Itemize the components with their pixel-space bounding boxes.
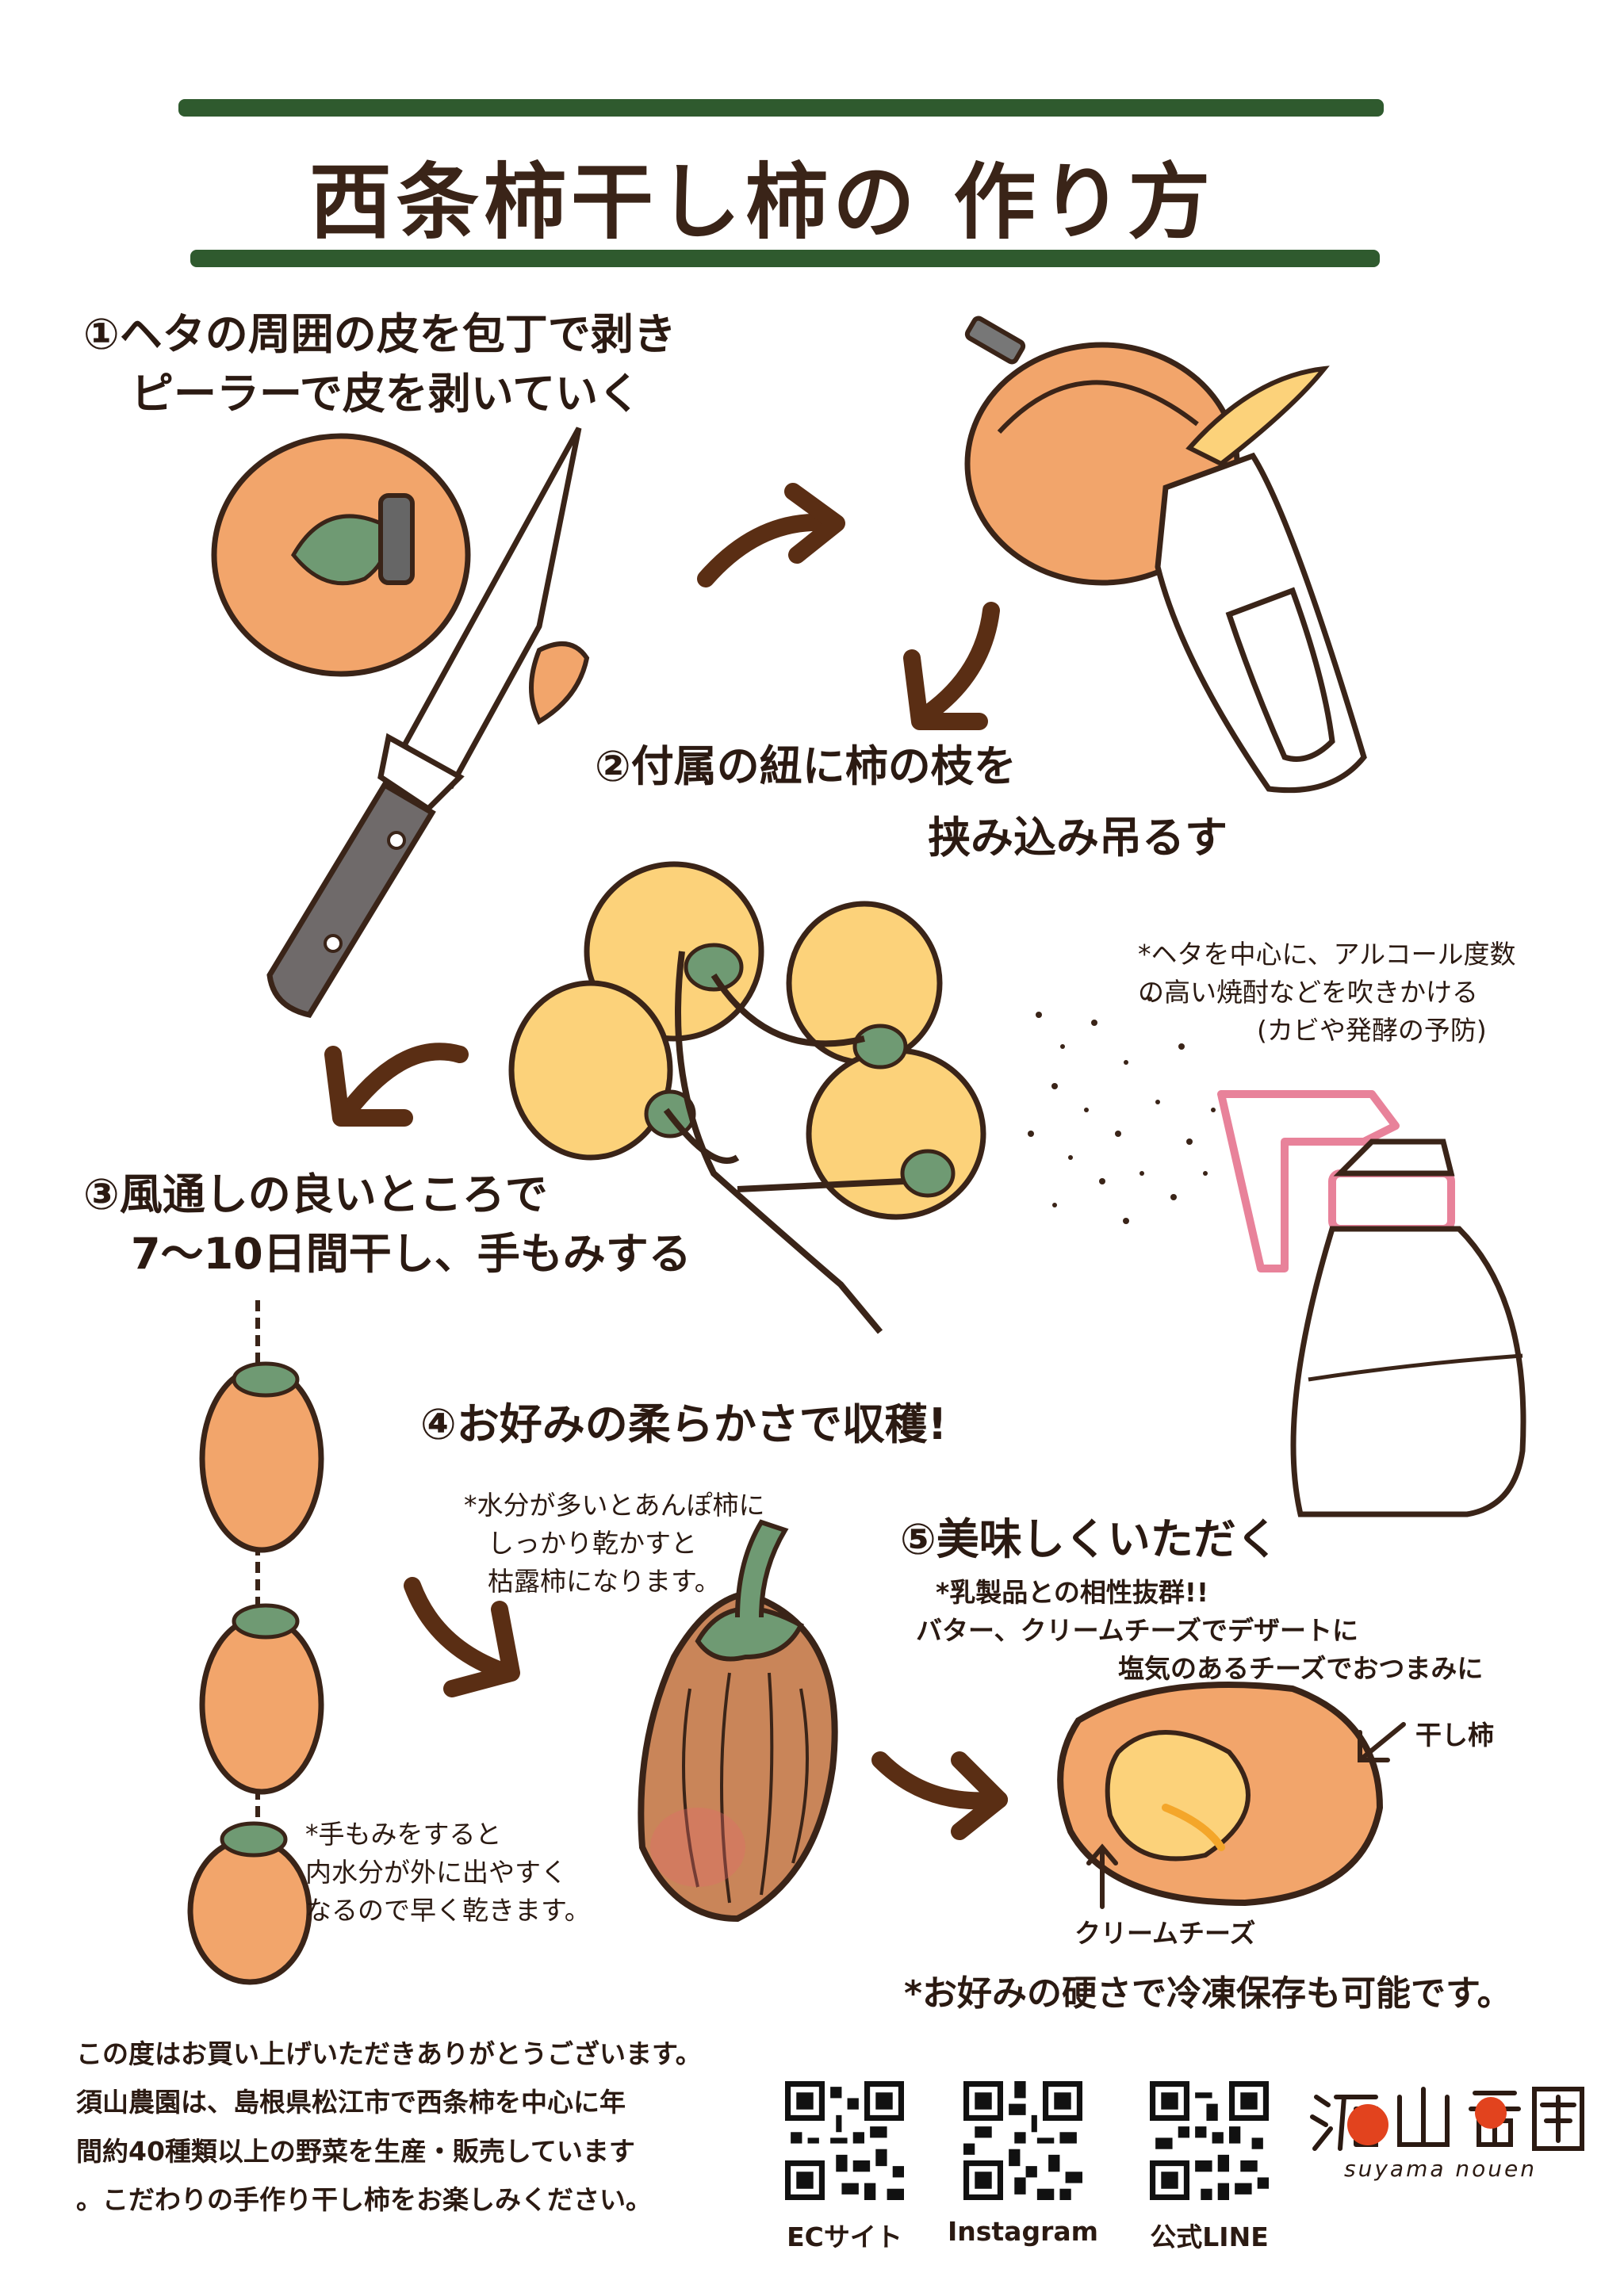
step-1-line2: ピーラーで皮を剥いていく <box>131 368 642 419</box>
footer-line2: 須山農園は、島根県松江市で西条柿を中心に年 <box>76 2087 626 2118</box>
step-2-line1: ②付属の紐に柿の枝を <box>595 741 1017 791</box>
persimmon-peeled-icon <box>211 433 471 677</box>
arrow-down-left-icon <box>903 602 1000 730</box>
footer-line1: この度はお買い上げいただきありがとうございます。 <box>76 2038 702 2069</box>
string-icon <box>663 951 905 1334</box>
moisture-note-line3: 枯露柿になります。 <box>488 1565 721 1597</box>
peeler-persimmon-illustration <box>964 316 1367 794</box>
hanging-persimmons-illustration <box>508 861 986 1334</box>
spray-mist-icon <box>1028 997 1216 1224</box>
dried-persimmon-icon <box>187 1836 312 1985</box>
arrow-right-icon <box>871 1751 1008 1840</box>
step-3-line1: ③風通しの良いところで <box>83 1169 548 1219</box>
moisture-note-line1: *水分が多いとあんぽ柿に <box>464 1490 765 1521</box>
dried-persimmon-illustration <box>638 1519 838 1923</box>
title-bar-bottom <box>190 250 1380 267</box>
persimmon-yellow-icon <box>508 980 673 1161</box>
footer-message: この度はお買い上げいただきありがとうございます。 須山農園は、島根県松江市で西条… <box>76 2030 702 2225</box>
arrow-down-right-icon <box>404 1577 520 1697</box>
dairy-note-line1: *乳製品との相性抜群!! <box>936 1577 1209 1608</box>
footer-line4: 。こだわりの手作り干し柿をお楽しみください。 <box>76 2184 652 2216</box>
drying-persimmons-illustration <box>187 1300 324 1985</box>
freeze-note: *お好みの硬さで冷凍保存も可能です。 <box>904 1973 1512 2014</box>
massage-note: *手もみをすると 内水分が外に出やすく なるので早く乾きます。 <box>305 1816 591 1930</box>
dried-persimmon-icon <box>199 1614 324 1795</box>
peeler-icon <box>1155 452 1367 794</box>
label-cream-cheese: クリームチーズ <box>1074 1918 1256 1949</box>
qr-label-line: 公式LINE <box>1150 2221 1269 2252</box>
step-4-line1: ④お好みの柔らかさで収穫! <box>420 1399 948 1449</box>
step-5-line1: ⑤美味しくいただく <box>900 1514 1279 1564</box>
spray-note: *ヘタを中心に、アルコール度数 の高い焼酎などを吹きかける (カビや発酵の予防) <box>1138 936 1516 1050</box>
dairy-note: *乳製品との相性抜群!! バター、クリームチーズでデザートに 塩気のあるチーズで… <box>916 1574 1484 1688</box>
moisture-note-line2: しっかり乾かすと <box>488 1527 697 1559</box>
spray-note-line1: *ヘタを中心に、アルコール度数 <box>1138 939 1516 970</box>
step-1-line1: ①ヘタの周囲の皮を包丁で剥き <box>83 309 676 359</box>
suyama-nouen-logo: suyama nouen <box>1308 2081 1586 2184</box>
logo-mark-icon <box>1310 2087 1584 2151</box>
moisture-note: *水分が多いとあんぽ柿に しっかり乾かすと 枯露柿になります。 <box>464 1487 765 1601</box>
qr-code-line-icon[interactable] <box>1150 2081 1269 2200</box>
qr-code-ec-site-icon[interactable] <box>785 2081 904 2200</box>
arrow-right-icon <box>697 483 845 587</box>
step-2-line2: 挟み込み吊るす <box>928 813 1228 863</box>
arrow-up-icon <box>1086 1843 1118 1909</box>
dairy-note-line2: バター、クリームチーズでデザートに <box>916 1614 1359 1646</box>
title-bar-top <box>178 99 1384 117</box>
hoshigaki-cheese-illustration <box>1057 1682 1384 1907</box>
arrow-down-left-icon <box>324 1043 469 1127</box>
arrow-left-icon <box>1358 1722 1406 1762</box>
qr-label-ec-site: ECサイト <box>787 2221 902 2252</box>
massage-note-line3: なるので早く乾きます。 <box>305 1894 591 1926</box>
massage-note-line1: *手もみをすると <box>305 1819 502 1850</box>
qr-code-instagram-icon[interactable] <box>963 2081 1082 2200</box>
step-3-text: ③風通しの良いところで 7〜10日間干し、手もみする <box>83 1165 691 1284</box>
step-1-text: ①ヘタの周囲の皮を包丁で剥き ピーラーで皮を剥いていく <box>83 305 676 423</box>
spray-note-line3: (カビや発酵の予防) <box>1257 1014 1487 1046</box>
step-3-line2: 7〜10日間干し、手もみする <box>131 1228 691 1279</box>
persimmon-yellow-icon <box>806 1047 986 1220</box>
spray-bottle-illustration <box>1217 1090 1526 1517</box>
knife-persimmon-illustration <box>211 427 590 1018</box>
spray-note-line2: の高い焼酎などを吹きかける <box>1138 976 1478 1008</box>
massage-note-line2: 内水分が外に出やすく <box>305 1856 567 1888</box>
logo-romaji: suyama nouen <box>1344 2156 1537 2182</box>
qr-label-instagram: Instagram <box>947 2216 1098 2247</box>
peel-piece-icon <box>529 641 590 725</box>
dairy-note-line3: 塩気のあるチーズでおつまみに <box>1118 1652 1484 1684</box>
label-hoshigaki: 干し柿 <box>1415 1720 1494 1751</box>
page-title: 西条柿干し柿の 作り方 <box>309 154 1216 251</box>
knife-icon <box>266 427 582 1018</box>
footer-line3: 間約40種類以上の野菜を生産・販売しています <box>76 2135 635 2167</box>
